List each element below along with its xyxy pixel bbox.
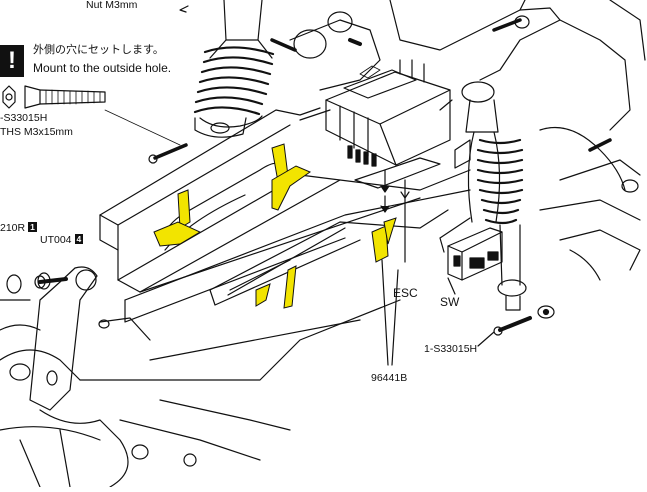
label-part-210r-code: 210R	[0, 222, 26, 234]
left-steering-assembly	[0, 266, 401, 488]
right-shock-absorber	[461, 81, 555, 319]
leader-sw	[447, 277, 456, 295]
note-english: Mount to the outside hole.	[33, 61, 172, 75]
label-esc: ESC	[393, 286, 418, 300]
leader-96441b	[381, 259, 399, 366]
label-screw-left-code: -S33015H	[0, 112, 48, 124]
label-sw: SW	[440, 295, 460, 309]
highlighted-part-4	[271, 165, 312, 211]
highlighted-part-8	[255, 283, 271, 307]
note-japanese: 外側の穴にセットします。	[33, 44, 164, 56]
battery-tray	[99, 107, 471, 323]
label-screw-right: 1-S33015H	[424, 343, 478, 355]
left-shock-absorber	[193, 0, 275, 138]
highlighted-part-2	[153, 221, 202, 247]
screw-left-shock	[148, 143, 188, 164]
highlighted-parts	[153, 143, 397, 309]
switch-unit	[439, 217, 503, 281]
highlighted-part-7	[283, 265, 297, 309]
highlighted-part-6	[383, 217, 397, 245]
esc-unit	[325, 59, 451, 189]
screw-lower-right	[493, 316, 532, 336]
highlighted-part-5	[371, 225, 389, 263]
upper-center-parts	[270, 11, 471, 169]
exclamation-icon: !	[0, 45, 24, 77]
label-96441b: 96441B	[371, 372, 408, 384]
leader-screw-right	[477, 331, 495, 347]
screw-left-icon	[2, 85, 181, 146]
arrow-nut	[179, 5, 189, 13]
highlighted-part-1	[177, 189, 191, 229]
label-nut-m3mm: Nut M3mm	[86, 0, 138, 11]
badge-210r: 1	[28, 222, 37, 232]
label-part-ut004-code: UT004	[40, 234, 72, 246]
right-suspension	[389, 0, 646, 281]
washer-ut004	[37, 272, 51, 290]
label-screw-left-spec: THS M3x15mm	[0, 126, 73, 138]
badge-ut004: 4	[74, 234, 84, 244]
